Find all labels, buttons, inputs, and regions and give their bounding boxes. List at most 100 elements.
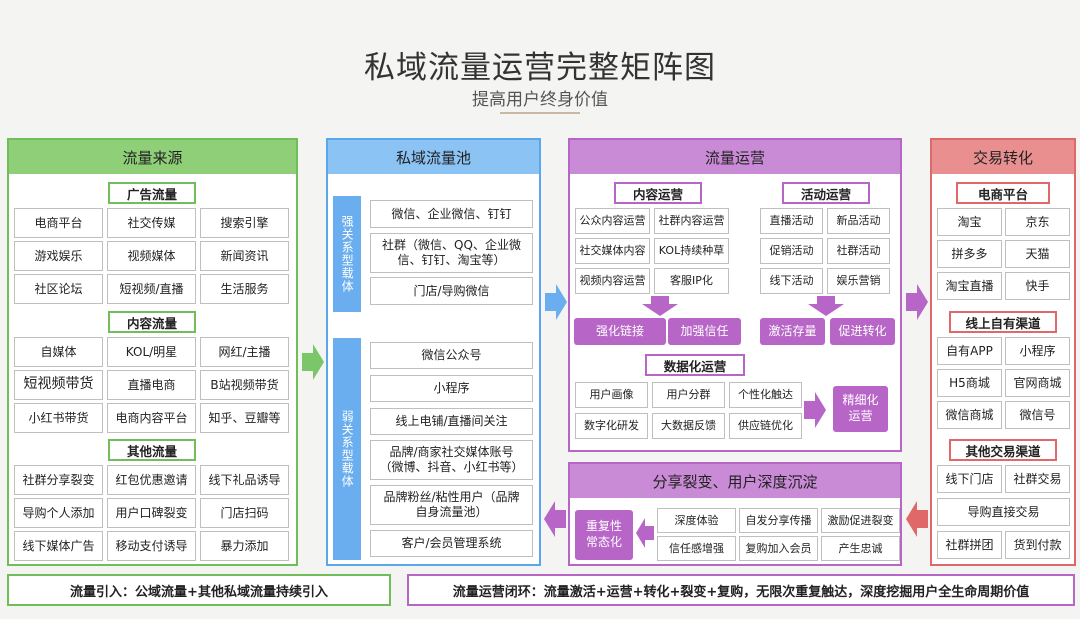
data-result: 精细化运营 bbox=[833, 386, 888, 432]
share-item: 产生忠诚 bbox=[821, 536, 900, 561]
share-item: 信任感增强 bbox=[657, 536, 736, 561]
content-ops-item: 视频内容运营 bbox=[575, 268, 650, 294]
other-traffic-item: 导购个人添加 bbox=[14, 498, 103, 528]
ecom-platform-item: 京东 bbox=[1005, 208, 1070, 236]
arrow-right-icon bbox=[545, 284, 567, 320]
other-traffic-item: 社群分享裂变 bbox=[14, 465, 103, 495]
other-traffic-item: 红包优惠邀请 bbox=[107, 465, 196, 495]
other-trade-label: 其他交易渠道 bbox=[949, 439, 1057, 461]
page-subtitle: 提高用户终身价值 bbox=[472, 90, 608, 110]
ads-traffic-item: 社区论坛 bbox=[14, 274, 103, 304]
own-channel-item: 微信商城 bbox=[937, 401, 1002, 429]
activity-result: 促进转化 bbox=[830, 318, 895, 345]
own-channel-item: 官网商城 bbox=[1005, 369, 1070, 397]
own-channel-item: 小程序 bbox=[1005, 337, 1070, 365]
own-channel-item: H5商城 bbox=[937, 369, 1002, 397]
content-traffic-item: 小红书带货 bbox=[14, 403, 103, 433]
content-ops-item: 社交媒体内容 bbox=[575, 238, 650, 264]
ecom-platform-item: 淘宝 bbox=[937, 208, 1002, 236]
ads-traffic-item: 电商平台 bbox=[14, 208, 103, 238]
data-ops-item: 用户画像 bbox=[575, 382, 648, 408]
content-ops-item: KOL持续种草 bbox=[654, 238, 729, 264]
ecom-platform-item: 天猫 bbox=[1005, 240, 1070, 268]
content-traffic-item: 网红/主播 bbox=[200, 337, 289, 367]
other-traffic-item: 线下媒体广告 bbox=[14, 531, 103, 561]
footer-left: 流量引入：公域流量+其他私域流量持续引入 bbox=[7, 574, 391, 606]
arrow-right-icon bbox=[906, 284, 928, 320]
trade-title: 交易转化 bbox=[932, 140, 1074, 174]
share-result: 重复性常态化 bbox=[575, 510, 633, 560]
arrow-right-icon bbox=[804, 392, 826, 428]
other-traffic-item: 用户口碑裂变 bbox=[107, 498, 196, 528]
strong-carrier-item: 社群（微信、QQ、企业微信、钉钉、淘宝等） bbox=[370, 233, 533, 273]
other-trade-item: 线下门店 bbox=[937, 465, 1002, 493]
activity-result: 激活存量 bbox=[760, 318, 825, 345]
other-traffic-item: 移动支付诱导 bbox=[107, 531, 196, 561]
arrow-left-icon bbox=[636, 518, 654, 548]
activity-ops-item: 新品活动 bbox=[827, 208, 890, 234]
content-result: 强化链接 bbox=[574, 318, 666, 345]
other-trade-item: 货到付款 bbox=[1005, 531, 1070, 559]
content-ops-item: 社群内容运营 bbox=[654, 208, 729, 234]
content-traffic-item: 自媒体 bbox=[14, 337, 103, 367]
content-traffic-item: B站视频带货 bbox=[200, 370, 289, 400]
weak-carrier-item: 微信公众号 bbox=[370, 342, 533, 369]
content-traffic-item: 电商内容平台 bbox=[107, 403, 196, 433]
weak-relation-label: 弱关系型载体 bbox=[333, 338, 361, 560]
ecom-platform-label: 电商平台 bbox=[956, 182, 1050, 204]
strong-carrier-item: 门店/导购微信 bbox=[370, 277, 533, 305]
arrow-left-icon bbox=[544, 501, 566, 537]
other-traffic-item: 线下礼品诱导 bbox=[200, 465, 289, 495]
activity-ops-label: 活动运营 bbox=[782, 182, 870, 204]
content-traffic-item: 知乎、豆瓣等 bbox=[200, 403, 289, 433]
data-ops-label: 数据化运营 bbox=[645, 354, 745, 376]
content-ops-label: 内容运营 bbox=[614, 182, 702, 204]
activity-ops-item: 直播活动 bbox=[760, 208, 823, 234]
ads-traffic-item: 短视频/直播 bbox=[107, 274, 196, 304]
strong-carrier-item: 微信、企业微信、钉钉 bbox=[370, 200, 533, 228]
activity-ops-item: 社群活动 bbox=[827, 238, 890, 264]
title-divider bbox=[500, 112, 580, 114]
content-traffic-item: 短视频带货 bbox=[14, 370, 103, 400]
content-traffic-item: 直播电商 bbox=[107, 370, 196, 400]
ecom-platform-item: 淘宝直播 bbox=[937, 272, 1002, 300]
share-item: 复购加入会员 bbox=[739, 536, 818, 561]
own-channel-label: 线上自有渠道 bbox=[949, 311, 1057, 333]
arrow-right-icon bbox=[302, 344, 324, 380]
own-channel-item: 自有APP bbox=[937, 337, 1002, 365]
traffic-source-title: 流量来源 bbox=[9, 140, 296, 174]
footer-right: 流量运营闭环：流量激活+运营+转化+裂变+复购，无限次重复触达，深度挖掘用户全生… bbox=[407, 574, 1075, 606]
page-title: 私域流量运营完整矩阵图 bbox=[364, 50, 716, 86]
ads-traffic-item: 游戏娱乐 bbox=[14, 241, 103, 271]
content-result: 加强信任 bbox=[668, 318, 741, 345]
content-ops-item: 公众内容运营 bbox=[575, 208, 650, 234]
ads-traffic-item: 新闻资讯 bbox=[200, 241, 289, 271]
data-ops-item: 数字化研发 bbox=[575, 413, 648, 439]
private-pool-title: 私域流量池 bbox=[328, 140, 539, 174]
weak-carrier-item: 小程序 bbox=[370, 375, 533, 402]
share-title: 分享裂变、用户深度沉淀 bbox=[570, 464, 900, 498]
own-channel-item: 微信号 bbox=[1005, 401, 1070, 429]
arrow-down-icon bbox=[642, 296, 678, 316]
weak-carrier-item: 品牌/商家社交媒体账号（微博、抖音、小红书等） bbox=[370, 440, 533, 480]
content-ops-item: 客服IP化 bbox=[654, 268, 729, 294]
ecom-platform-item: 快手 bbox=[1005, 272, 1070, 300]
other-trade-item: 社群交易 bbox=[1005, 465, 1070, 493]
other-trade-item: 社群拼团 bbox=[937, 531, 1002, 559]
share-item: 自发分享传播 bbox=[739, 508, 818, 533]
ads-traffic-label: 广告流量 bbox=[108, 182, 196, 204]
activity-ops-item: 线下活动 bbox=[760, 268, 823, 294]
other-traffic-item: 门店扫码 bbox=[200, 498, 289, 528]
weak-carrier-item: 线上电铺/直播间关注 bbox=[370, 408, 533, 435]
weak-carrier-item: 客户/会员管理系统 bbox=[370, 530, 533, 557]
ecom-platform-item: 拼多多 bbox=[937, 240, 1002, 268]
traffic-ops-title: 流量运营 bbox=[570, 140, 900, 174]
data-ops-item: 供应链优化 bbox=[729, 413, 802, 439]
arrow-down-icon bbox=[808, 296, 844, 316]
other-trade-item: 导购直接交易 bbox=[937, 498, 1070, 526]
share-item: 激励促进裂变 bbox=[821, 508, 900, 533]
data-ops-item: 大数据反馈 bbox=[652, 413, 725, 439]
ads-traffic-item: 视频媒体 bbox=[107, 241, 196, 271]
data-ops-item: 个性化触达 bbox=[729, 382, 802, 408]
share-item: 深度体验 bbox=[657, 508, 736, 533]
